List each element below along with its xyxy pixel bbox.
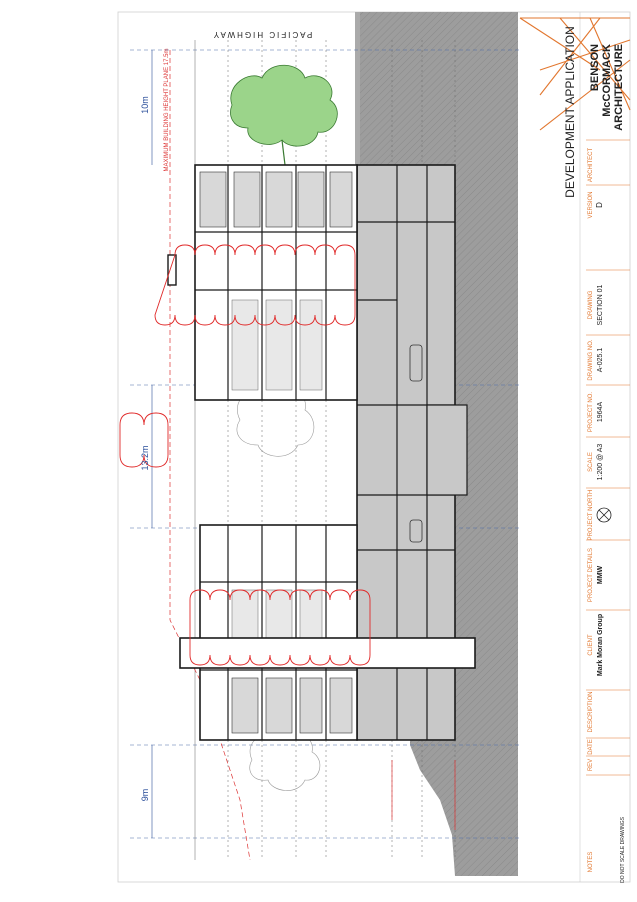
dimension-top: 10m (140, 96, 150, 114)
title-block-fields: ARCHITECT VERSION D DRAWING SECTION 01 D… (588, 148, 626, 883)
roof-slab-lower (179, 637, 476, 669)
client-value: Mark Moran Group (597, 614, 604, 676)
project-north-label: PROJECT NORTH (588, 490, 594, 541)
car-icon-2 (409, 519, 423, 543)
revision-clouds (119, 244, 371, 666)
roof-slab-upper (167, 254, 177, 286)
project-details-label: PROJECT DETAILS (588, 548, 594, 602)
rev-label: REV (588, 759, 594, 771)
road-label: PACIFIC HIGHWAY (212, 30, 313, 39)
date-label: DATE (588, 739, 594, 755)
client-label: CLIENT (588, 634, 594, 656)
north-arrow-icon (596, 507, 612, 523)
drawing-no-label: DRAWING NO. (588, 339, 594, 380)
sketch-tree-outline-2 (249, 731, 321, 791)
version-label: VERSION (588, 191, 594, 218)
height-plane-line (169, 50, 251, 861)
notes-label: NOTES (588, 852, 594, 873)
driveway-ramp (426, 404, 468, 496)
height-plane-label: MAXIMUM BUILDING HEIGHT PLANE 17.5m (164, 49, 170, 172)
version-value: D (595, 202, 604, 208)
title-block-separators (586, 139, 630, 776)
drawing-label: DRAWING (588, 290, 594, 319)
description-label: DESCRIPTION (588, 691, 594, 732)
project-no-label: PROJECT NO. (588, 392, 594, 433)
ground-hatch-top (355, 12, 360, 165)
tower-upper (194, 164, 358, 401)
stage-title: DEVELOPMENT APPLICATION (563, 26, 577, 198)
dimension-middle: 13.2m (140, 445, 150, 470)
brand-line-2: McCORMACK (601, 44, 613, 117)
scale-label: SCALE (588, 452, 594, 472)
dimension-bottom: 9m (140, 789, 150, 802)
project-details-value: MMW (597, 565, 604, 584)
scale-note: DO NOT SCALE DRAWINGS (620, 816, 626, 883)
brand-line-1: BENSON (589, 44, 601, 91)
scale-value: 1:200 @ A3 (597, 444, 604, 481)
tree-illustration (230, 64, 338, 166)
project-no-value: 1964A (597, 402, 604, 423)
tower-lower (199, 524, 358, 741)
architect-label: ARCHITECT (588, 148, 594, 183)
car-icon (409, 344, 423, 382)
drawing-value: SECTION 01 (597, 284, 604, 325)
drawing-no-value: A-025.1 (597, 348, 604, 373)
site-boundary-lines (391, 760, 456, 830)
logo-mark (519, 17, 631, 131)
brand-line-3: ARCHITECTURE (613, 44, 625, 131)
